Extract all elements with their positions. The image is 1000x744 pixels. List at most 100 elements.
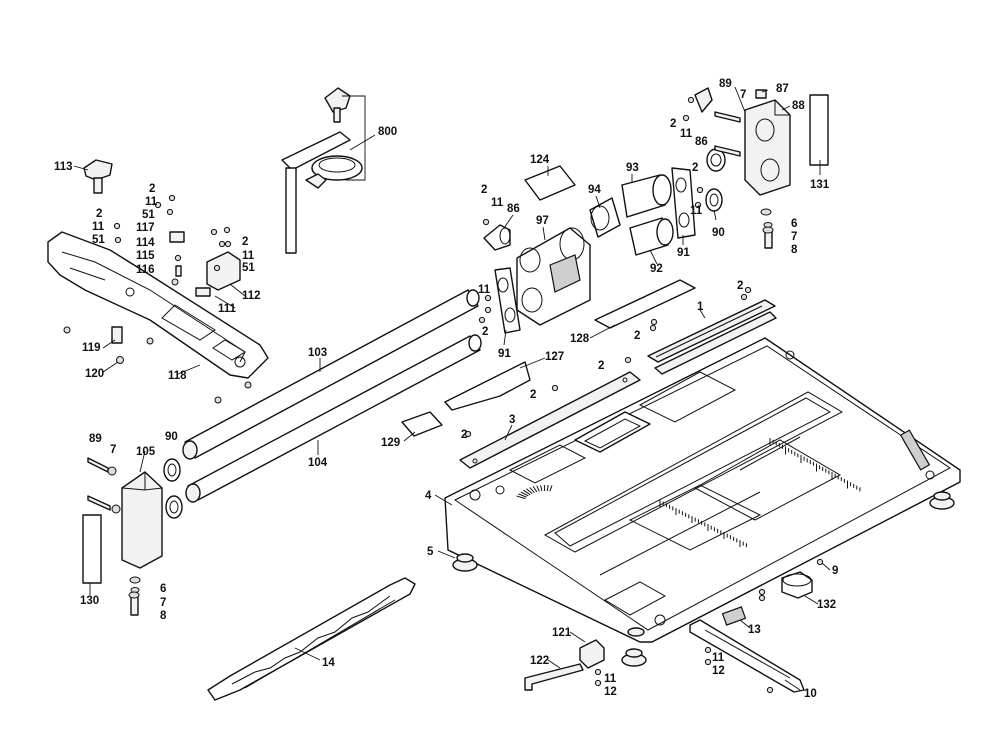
tube-104 xyxy=(185,334,482,503)
callout-8: 8 xyxy=(791,244,798,256)
clip-132 xyxy=(781,571,813,599)
guide-10 xyxy=(689,619,805,693)
screw xyxy=(682,114,690,122)
washers-6-7-8-right xyxy=(760,208,774,249)
rail-bar-3 xyxy=(459,371,641,469)
callout-800: 800 xyxy=(378,126,397,138)
bushing-93 xyxy=(621,174,672,218)
callout-7: 7 xyxy=(791,231,797,243)
screw xyxy=(594,679,602,687)
screw xyxy=(166,208,174,216)
callout-119: 119 xyxy=(82,342,101,354)
callout-9: 9 xyxy=(832,565,838,577)
label-130 xyxy=(82,514,102,584)
screw xyxy=(484,306,492,314)
callout-116: 116 xyxy=(136,264,155,276)
rubber-foot xyxy=(452,491,955,667)
plate-91 xyxy=(494,167,696,334)
o-ring-90-right xyxy=(705,148,726,212)
callout-11: 11 xyxy=(712,652,725,664)
angle-scale-tick xyxy=(536,485,540,492)
callout-93: 93 xyxy=(626,162,639,174)
screw xyxy=(696,186,704,194)
callout-89: 89 xyxy=(89,433,102,445)
callout-51: 51 xyxy=(142,209,155,221)
callout-6: 6 xyxy=(791,218,797,230)
screw xyxy=(758,588,766,596)
clamp-800 xyxy=(281,87,363,254)
label-127 xyxy=(444,361,531,411)
callout-5: 5 xyxy=(427,546,434,558)
callout-103: 103 xyxy=(308,347,327,359)
callout-88: 88 xyxy=(792,100,805,112)
callout-2: 2 xyxy=(692,162,698,174)
callout-12: 12 xyxy=(712,665,725,677)
bushing-92 xyxy=(629,217,674,256)
screw xyxy=(740,293,748,301)
callout-90: 90 xyxy=(165,431,178,443)
callout-131: 131 xyxy=(810,179,830,191)
screw xyxy=(482,218,490,226)
angle-scale-tick xyxy=(532,486,538,493)
callout-6: 6 xyxy=(160,583,166,595)
callout-7: 7 xyxy=(160,597,166,609)
end-block-88 xyxy=(744,99,791,196)
screw xyxy=(687,96,695,104)
small-parts-arm xyxy=(63,231,252,404)
callout-10: 10 xyxy=(804,688,817,700)
callout-105: 105 xyxy=(136,446,156,458)
cap-86-left xyxy=(483,224,511,251)
handle-14 xyxy=(207,577,416,701)
screw xyxy=(113,222,121,230)
callout-2: 2 xyxy=(242,236,248,248)
callout-128: 128 xyxy=(570,333,590,345)
callout-11: 11 xyxy=(478,284,491,296)
screw xyxy=(704,646,712,654)
callout-2: 2 xyxy=(481,184,487,196)
screw xyxy=(478,316,486,324)
callout-120: 120 xyxy=(85,368,104,380)
callout-104: 104 xyxy=(308,457,328,469)
callout-2: 2 xyxy=(149,183,155,195)
label-128 xyxy=(594,279,696,329)
o-ring-90 xyxy=(163,458,183,519)
callout-8: 8 xyxy=(160,610,167,622)
callout-86: 86 xyxy=(695,136,708,148)
callout-115: 115 xyxy=(136,250,155,262)
callout-2: 2 xyxy=(530,389,536,401)
callout-12: 12 xyxy=(604,686,617,698)
callout-121: 121 xyxy=(552,627,572,639)
screw xyxy=(704,658,712,666)
screw xyxy=(114,236,122,244)
table-scale-ticks xyxy=(516,438,861,548)
label-129 xyxy=(401,411,443,437)
callout-112: 112 xyxy=(242,290,261,302)
callout-91: 91 xyxy=(498,348,511,360)
callout-117: 117 xyxy=(136,222,155,234)
callout-113: 113 xyxy=(54,161,73,173)
screw xyxy=(464,430,472,438)
callout-87: 87 xyxy=(776,83,789,95)
screw xyxy=(758,594,766,602)
angle-scale-tick xyxy=(546,485,549,492)
angle-scale-tick xyxy=(516,495,526,500)
screw xyxy=(594,668,602,676)
callout-11: 11 xyxy=(145,196,158,208)
small-screws xyxy=(113,96,824,694)
table-top xyxy=(444,337,961,643)
callout-97: 97 xyxy=(536,215,549,227)
label-131 xyxy=(809,94,829,166)
screw xyxy=(168,194,176,202)
screw xyxy=(624,356,632,364)
screw xyxy=(213,264,221,272)
callout-94: 94 xyxy=(588,184,601,196)
callout-111: 111 xyxy=(218,303,237,315)
screw xyxy=(551,384,559,392)
callout-11: 11 xyxy=(690,205,703,217)
callout-118: 118 xyxy=(168,370,187,382)
callout-127: 127 xyxy=(545,351,564,363)
callout-2: 2 xyxy=(737,280,743,292)
callout-132: 132 xyxy=(817,599,836,611)
